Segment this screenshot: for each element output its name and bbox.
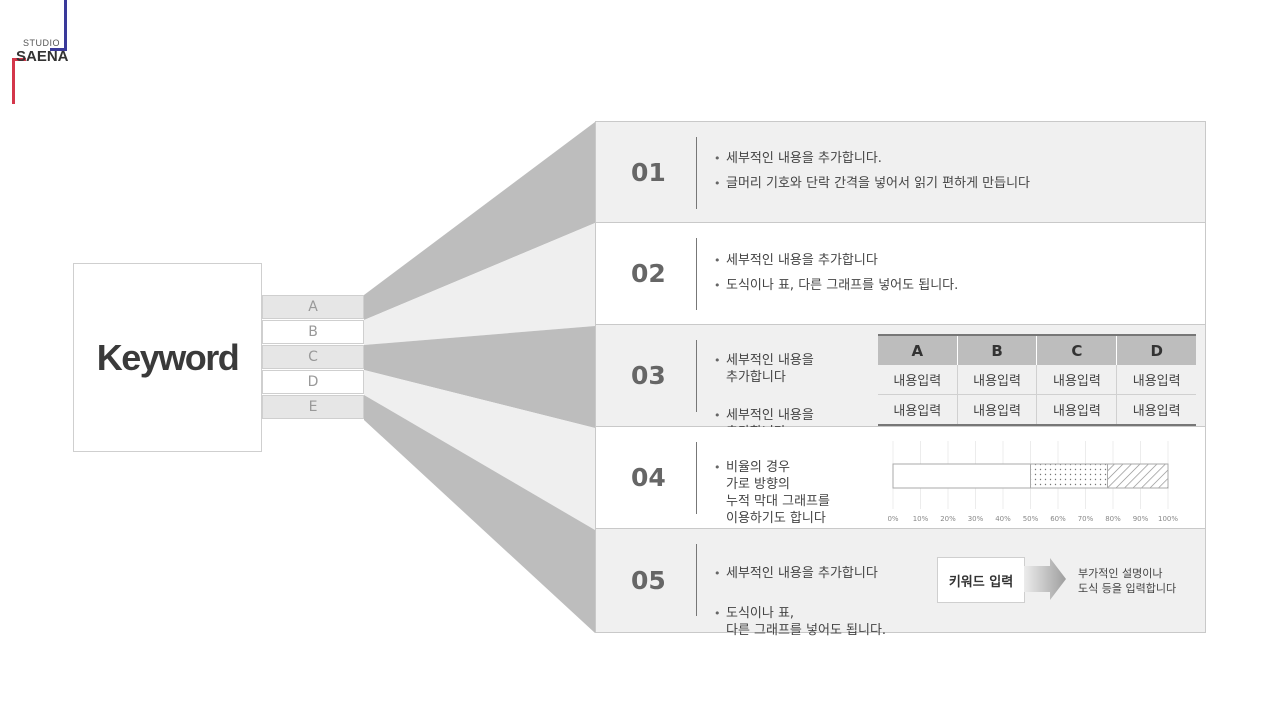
chart-bar-segment-2 (1030, 463, 1108, 489)
keyword-title: Keyword (96, 336, 240, 378)
chart-tick-label: 60% (1050, 515, 1066, 523)
chart-tick-label: 40% (995, 515, 1011, 523)
row-number: 05 (631, 566, 666, 595)
logo-red-line (12, 58, 15, 104)
funnel-band-d (364, 370, 595, 530)
table-cell: 내용입력 (1036, 365, 1117, 395)
table-cell: 내용입력 (878, 394, 958, 426)
bullet-item: 글머리 기호와 단락 간격을 넣어서 읽기 편하게 만듭니다 (714, 175, 1030, 192)
table-cell: 내용입력 (956, 394, 1037, 426)
chart-tick-label: 70% (1078, 515, 1094, 523)
funnel-band-c (364, 326, 595, 428)
bullet-item: 세부적인 내용을 추가합니다. (714, 150, 1030, 167)
chart-tick-label: 90% (1133, 515, 1149, 523)
chart-tick-label: 50% (1023, 515, 1039, 523)
chart-tick-label: 100% (1158, 515, 1178, 523)
row-divider (696, 340, 697, 412)
table-cell: 내용입력 (1036, 394, 1117, 426)
bullet-item: 세부적인 내용을 추가합니다 (714, 352, 814, 386)
row-number: 04 (631, 463, 666, 492)
chart-tick-label: 80% (1105, 515, 1121, 523)
studio-saena-logo: STUDIO SAENA (10, 0, 80, 110)
logo-large-text: SAENA (16, 48, 69, 65)
row-divider (696, 442, 697, 514)
table-header: B (956, 334, 1037, 365)
bullet-list: 비율의 경우 가로 방향의 누적 막대 그래프를 이용하기도 합니다 (714, 444, 830, 550)
bullet-list: 세부적인 내용을 추가합니다. 글머리 기호와 단락 간격을 넣어서 읽기 편하… (714, 150, 1030, 200)
table-cell: 내용입력 (956, 365, 1037, 395)
bullet-item: 비율의 경우 가로 방향의 누적 막대 그래프를 이용하기도 합니다 (714, 459, 830, 527)
chart-tick-label: 30% (968, 515, 984, 523)
letter-tab-e: E (262, 395, 364, 419)
row-04: 04 비율의 경우 가로 방향의 누적 막대 그래프를 이용하기도 합니다 0%… (595, 427, 1206, 529)
row-01: 01 세부적인 내용을 추가합니다. 글머리 기호와 단락 간격을 넣어서 읽기… (595, 121, 1206, 223)
letter-tab-b: B (262, 320, 364, 344)
chart-tick-label: 20% (940, 515, 956, 523)
bullet-item: 세부적인 내용을 추가합니다 (714, 565, 886, 582)
logo-blue-hline (50, 48, 67, 51)
letter-tab-a: A (262, 295, 364, 319)
row-divider (696, 544, 697, 616)
row-number: 01 (631, 157, 666, 187)
bullet-item: 도식이나 표, 다른 그래프를 넣어도 됩니다. (714, 277, 958, 294)
table-cell: 내용입력 (878, 365, 958, 395)
letter-tab-d: D (262, 370, 364, 394)
bullet-item: 도식이나 표, 다른 그래프를 넣어도 됩니다. (714, 605, 886, 639)
row-divider (696, 238, 697, 310)
bullet-list: 세부적인 내용을 추가합니다 도식이나 표, 다른 그래프를 넣어도 됩니다. (714, 550, 886, 662)
logo-small-text: STUDIO (23, 38, 61, 48)
table-header: A (878, 334, 958, 365)
side-note: 부가적인 설명이나 도식 등을 입력합니다 (1078, 567, 1177, 595)
row-02: 02 세부적인 내용을 추가합니다 도식이나 표, 다른 그래프를 넣어도 됩니… (595, 223, 1206, 325)
letter-tab-c: C (262, 345, 364, 369)
row-divider (696, 137, 697, 209)
row-number: 03 (631, 361, 666, 390)
row-05: 05 세부적인 내용을 추가합니다 도식이나 표, 다른 그래프를 넣어도 됩니… (595, 529, 1206, 638)
logo-red-hline (12, 58, 26, 61)
flow-arrow-icon (1024, 558, 1066, 600)
chart-bar-segment-1 (892, 463, 1031, 489)
table-header: C (1036, 334, 1117, 365)
content-table: A B C D 내용입력 내용입력 내용입력 내용입력 내용입력 내용입력 내용… (878, 334, 1196, 426)
row-03: 03 세부적인 내용을 추가합니다 세부적인 내용을 추가합니다 A B C D… (595, 325, 1206, 440)
chart-tick-label: 0% (888, 515, 899, 523)
keyword-input-box: 키워드 입력 (937, 557, 1025, 603)
table-row: 내용입력 내용입력 내용입력 내용입력 (878, 365, 1196, 395)
stacked-bar-chart: 0% 10% 20% 30% 40% 50% 60% 70% 80% 90% 100% (888, 441, 1178, 523)
bullet-list: 세부적인 내용을 추가합니다 도식이나 표, 다른 그래프를 넣어도 됩니다. (714, 252, 958, 302)
chart-tick-label: 10% (913, 515, 929, 523)
funnel-band-a (364, 122, 595, 320)
table-cell: 내용입력 (1116, 365, 1196, 395)
chart-bar-segment-3 (1107, 463, 1169, 489)
table-header: D (1116, 334, 1196, 365)
bullet-item: 세부적인 내용을 추가합니다 (714, 252, 958, 269)
funnel-band-e (364, 395, 595, 633)
table-cell: 내용입력 (1116, 394, 1196, 426)
row-number: 02 (631, 259, 666, 288)
logo-blue-line (64, 0, 67, 50)
funnel-band-b (364, 223, 595, 345)
table-row: 내용입력 내용입력 내용입력 내용입력 (878, 394, 1196, 426)
keyword-box: Keyword (73, 263, 262, 452)
